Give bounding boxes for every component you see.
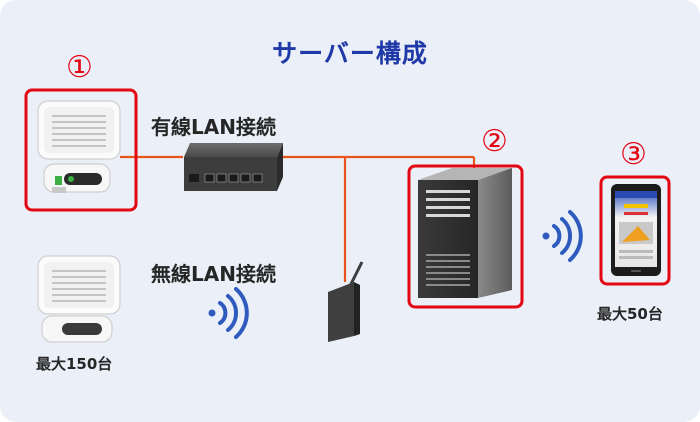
- diagram-title: サーバー構成: [272, 39, 428, 68]
- wireless-lan-label: 無線LAN接続: [151, 262, 276, 286]
- highlight-frame-2: [407, 164, 524, 309]
- highlight-frame-1: [24, 88, 138, 212]
- sensor-count-label: 最大150台: [36, 355, 113, 373]
- sensor-device-icon: [37, 100, 121, 193]
- router-icon: [328, 261, 364, 342]
- wired-lan-label: 有線LAN接続: [151, 115, 276, 139]
- wired-cables: [120, 155, 476, 282]
- server-tower-icon: [418, 168, 512, 298]
- highlight-frame-3: [599, 175, 671, 286]
- sensor-device-icon: [37, 255, 121, 343]
- smartphone-icon: [611, 184, 661, 276]
- marker-2: ②: [481, 124, 508, 159]
- marker-3: ③: [620, 137, 647, 172]
- marker-1: ①: [66, 50, 93, 85]
- wifi-signal-icon: [542, 210, 583, 262]
- network-switch-icon: [184, 143, 283, 191]
- device-count-label: 最大50台: [597, 305, 663, 323]
- wifi-signal-icon: [208, 287, 249, 339]
